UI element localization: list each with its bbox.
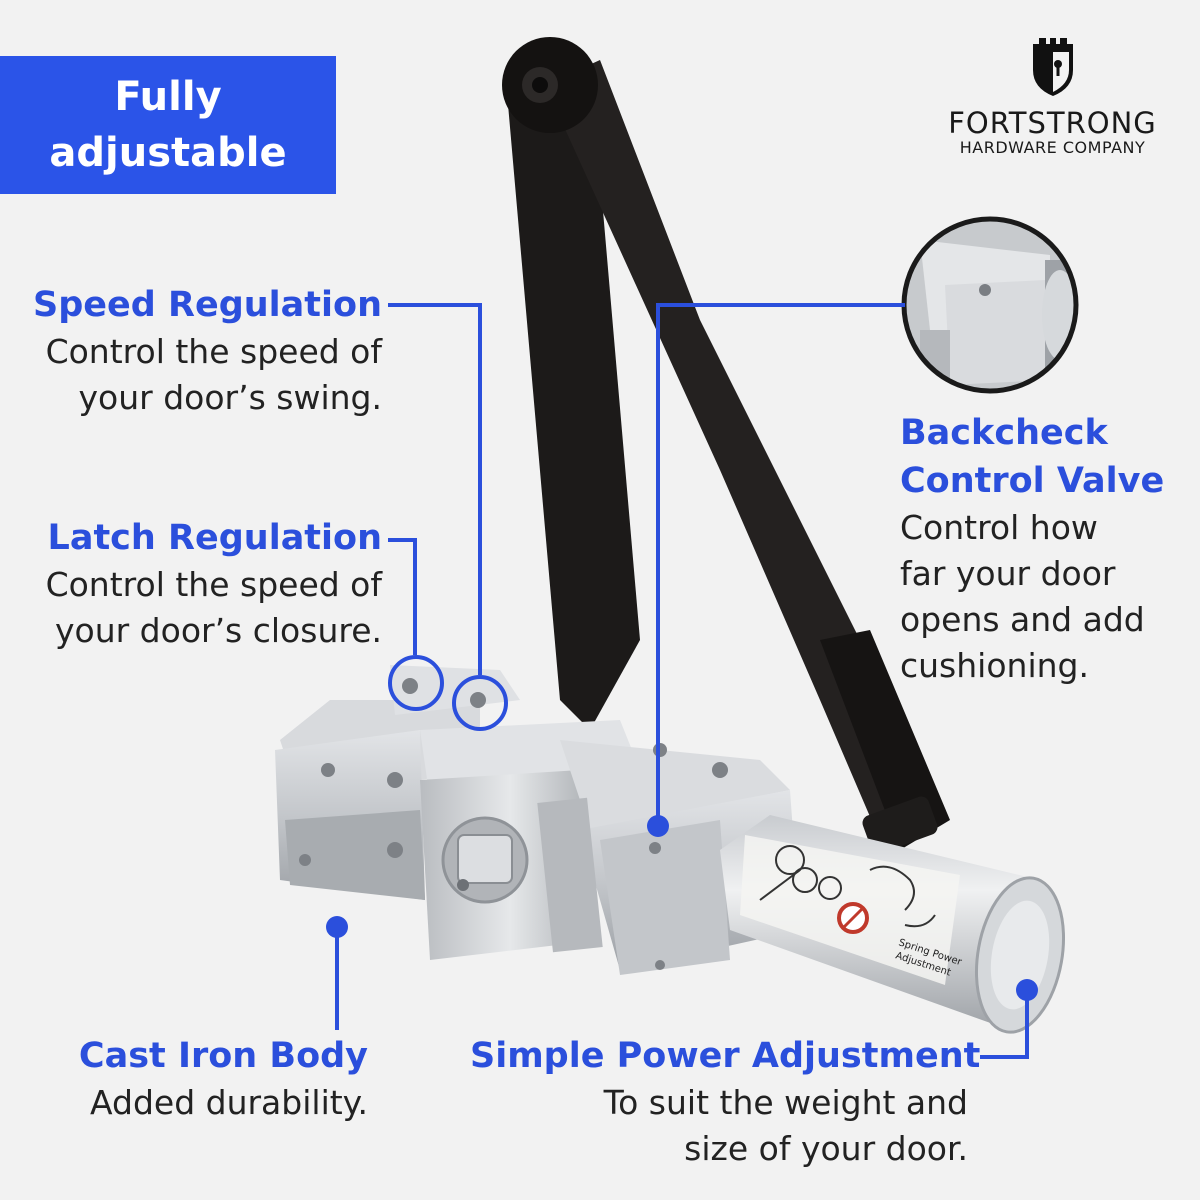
brand-name: FORTSTRONG <box>948 106 1157 140</box>
brand-subtitle: HARDWARE COMPANY <box>959 138 1146 157</box>
backcheck-desc: Control how far your door opens and add … <box>900 508 1145 685</box>
backcheck-valve-inset <box>901 216 1079 394</box>
brand-logo: FORTSTRONG HARDWARE COMPANY <box>935 36 1170 157</box>
closer-arm <box>502 37 950 854</box>
cast-iron-body-desc: Added durability. <box>90 1083 368 1122</box>
simple-power-adjustment-callout: Simple Power Adjustment To suit the weig… <box>470 1032 981 1172</box>
backcheck-valve-callout: Backcheck Control Valve Control how far … <box>900 409 1190 689</box>
castle-shield-keyhole-icon <box>1032 38 1073 96</box>
latch-regulation-desc: Control the speed of your door’s closure… <box>45 565 382 650</box>
latch-regulation-title: Latch Regulation <box>47 518 382 558</box>
closer-body <box>275 665 800 975</box>
backcheck-title-line2: Control Valve <box>900 461 1165 501</box>
callout-lines <box>335 303 1029 1059</box>
fully-adjustable-badge: Fully adjustable <box>0 56 336 194</box>
speed-regulation-desc: Control the speed of your door’s swing. <box>45 332 382 417</box>
speed-regulation-callout: Speed Regulation Control the speed of yo… <box>10 281 382 421</box>
badge-text: Fully adjustable <box>49 74 287 176</box>
backcheck-title-line1: Backcheck <box>900 413 1108 453</box>
speed-regulation-title: Speed Regulation <box>33 285 382 325</box>
closer-cylinder: Spring Power Adjustment <box>720 815 1066 1034</box>
latch-regulation-callout: Latch Regulation Control the speed of yo… <box>10 514 382 654</box>
callout-dots <box>326 815 1038 1001</box>
power-adjustment-desc: To suit the weight and size of your door… <box>603 1083 968 1168</box>
cast-iron-body-title: Cast Iron Body <box>78 1036 368 1076</box>
cast-iron-body-callout: Cast Iron Body Added durability. <box>40 1032 368 1126</box>
power-adjustment-title: Simple Power Adjustment <box>470 1036 981 1076</box>
